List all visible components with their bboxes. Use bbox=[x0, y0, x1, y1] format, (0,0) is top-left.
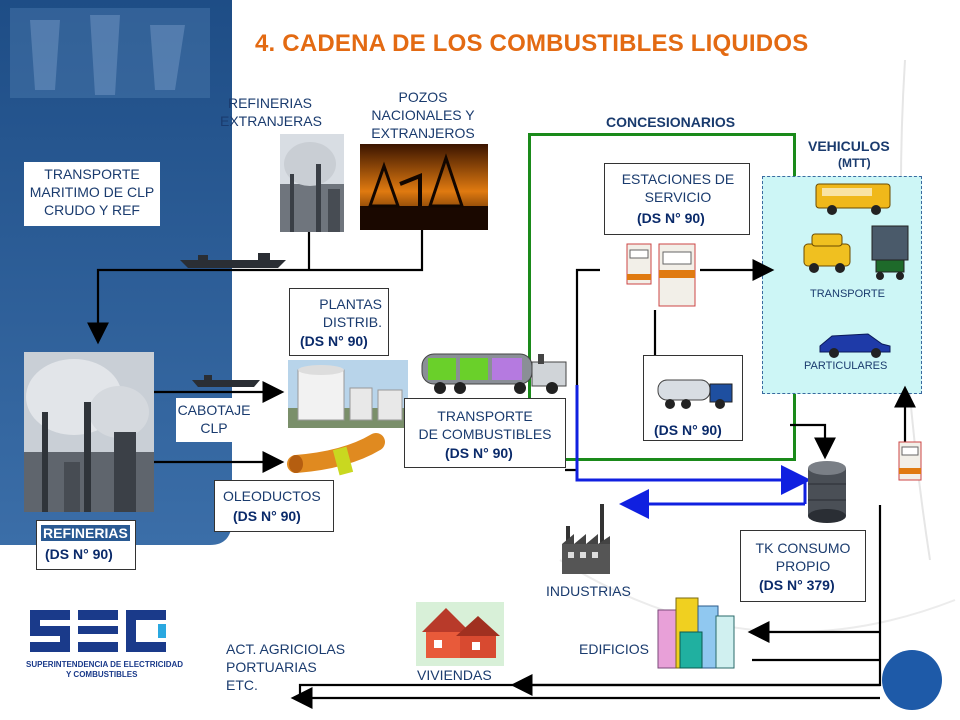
refinery-photo bbox=[280, 134, 344, 232]
camion-ds: (DS N° 90) bbox=[654, 422, 722, 438]
oleoductos-ds: (DS N° 90) bbox=[233, 508, 301, 524]
storage-tank-icon bbox=[288, 360, 408, 428]
edificios-label: EDIFICIOS bbox=[579, 641, 650, 657]
car-icon bbox=[819, 333, 891, 358]
oleoductos-box: OLEODUCTOS (DS N° 90) bbox=[214, 480, 334, 532]
tank-truck-icon bbox=[421, 353, 567, 394]
pipeline-icon bbox=[287, 433, 385, 476]
sec-logo-line1: SUPERINTENDENCIA DE ELECTRICIDAD bbox=[26, 660, 184, 669]
ship-icon bbox=[180, 253, 286, 268]
house-icon bbox=[416, 602, 504, 666]
page-title: 4. CADENA DE LOS COMBUSTIBLES LIQUIDOS bbox=[255, 30, 809, 57]
fuel-pump-icon bbox=[898, 441, 922, 481]
refinerias-box: REFINERIAS (DS N° 90) bbox=[36, 520, 136, 570]
truck-icon bbox=[871, 225, 909, 280]
plantas-ds: (DS N° 90) bbox=[300, 333, 368, 349]
mtt-label: (MTT) bbox=[838, 156, 871, 170]
vehiculos-frame bbox=[762, 176, 922, 394]
refinerias-label: REFINERIAS bbox=[41, 525, 130, 541]
buildings-icon bbox=[657, 597, 735, 669]
factory-icon bbox=[562, 504, 610, 574]
vehiculos-label: VEHICULOS bbox=[808, 138, 890, 154]
taxi-icon bbox=[803, 233, 851, 273]
bus-icon bbox=[815, 183, 891, 215]
sec-logo bbox=[30, 610, 166, 652]
concesionarios-label: CONCESIONARIOS bbox=[606, 114, 736, 130]
viviendas-label: VIVIENDAS bbox=[417, 667, 492, 683]
refinerias-ds: (DS N° 90) bbox=[45, 546, 113, 562]
refinery-photo bbox=[24, 352, 154, 512]
transporte-comb-ds: (DS N° 90) bbox=[445, 445, 513, 461]
particulares-label: PARTICULARES bbox=[804, 360, 888, 372]
industrias-label: INDUSTRIAS bbox=[546, 583, 631, 599]
tank-truck-icon bbox=[657, 379, 733, 409]
oleoductos-label: OLEODUCTOS bbox=[223, 488, 321, 504]
oil-well-photo bbox=[360, 144, 488, 230]
fuel-pump-icon bbox=[626, 243, 696, 307]
tk-ds: (DS N° 379) bbox=[759, 577, 835, 593]
transporte-vehiculos-label: TRANSPORTE bbox=[810, 288, 885, 300]
barrel-tank-icon bbox=[808, 461, 846, 523]
estaciones-ds: (DS N° 90) bbox=[637, 210, 705, 226]
ship-icon bbox=[192, 375, 260, 387]
sec-logo-line2: Y COMBUSTIBLES bbox=[66, 670, 138, 679]
